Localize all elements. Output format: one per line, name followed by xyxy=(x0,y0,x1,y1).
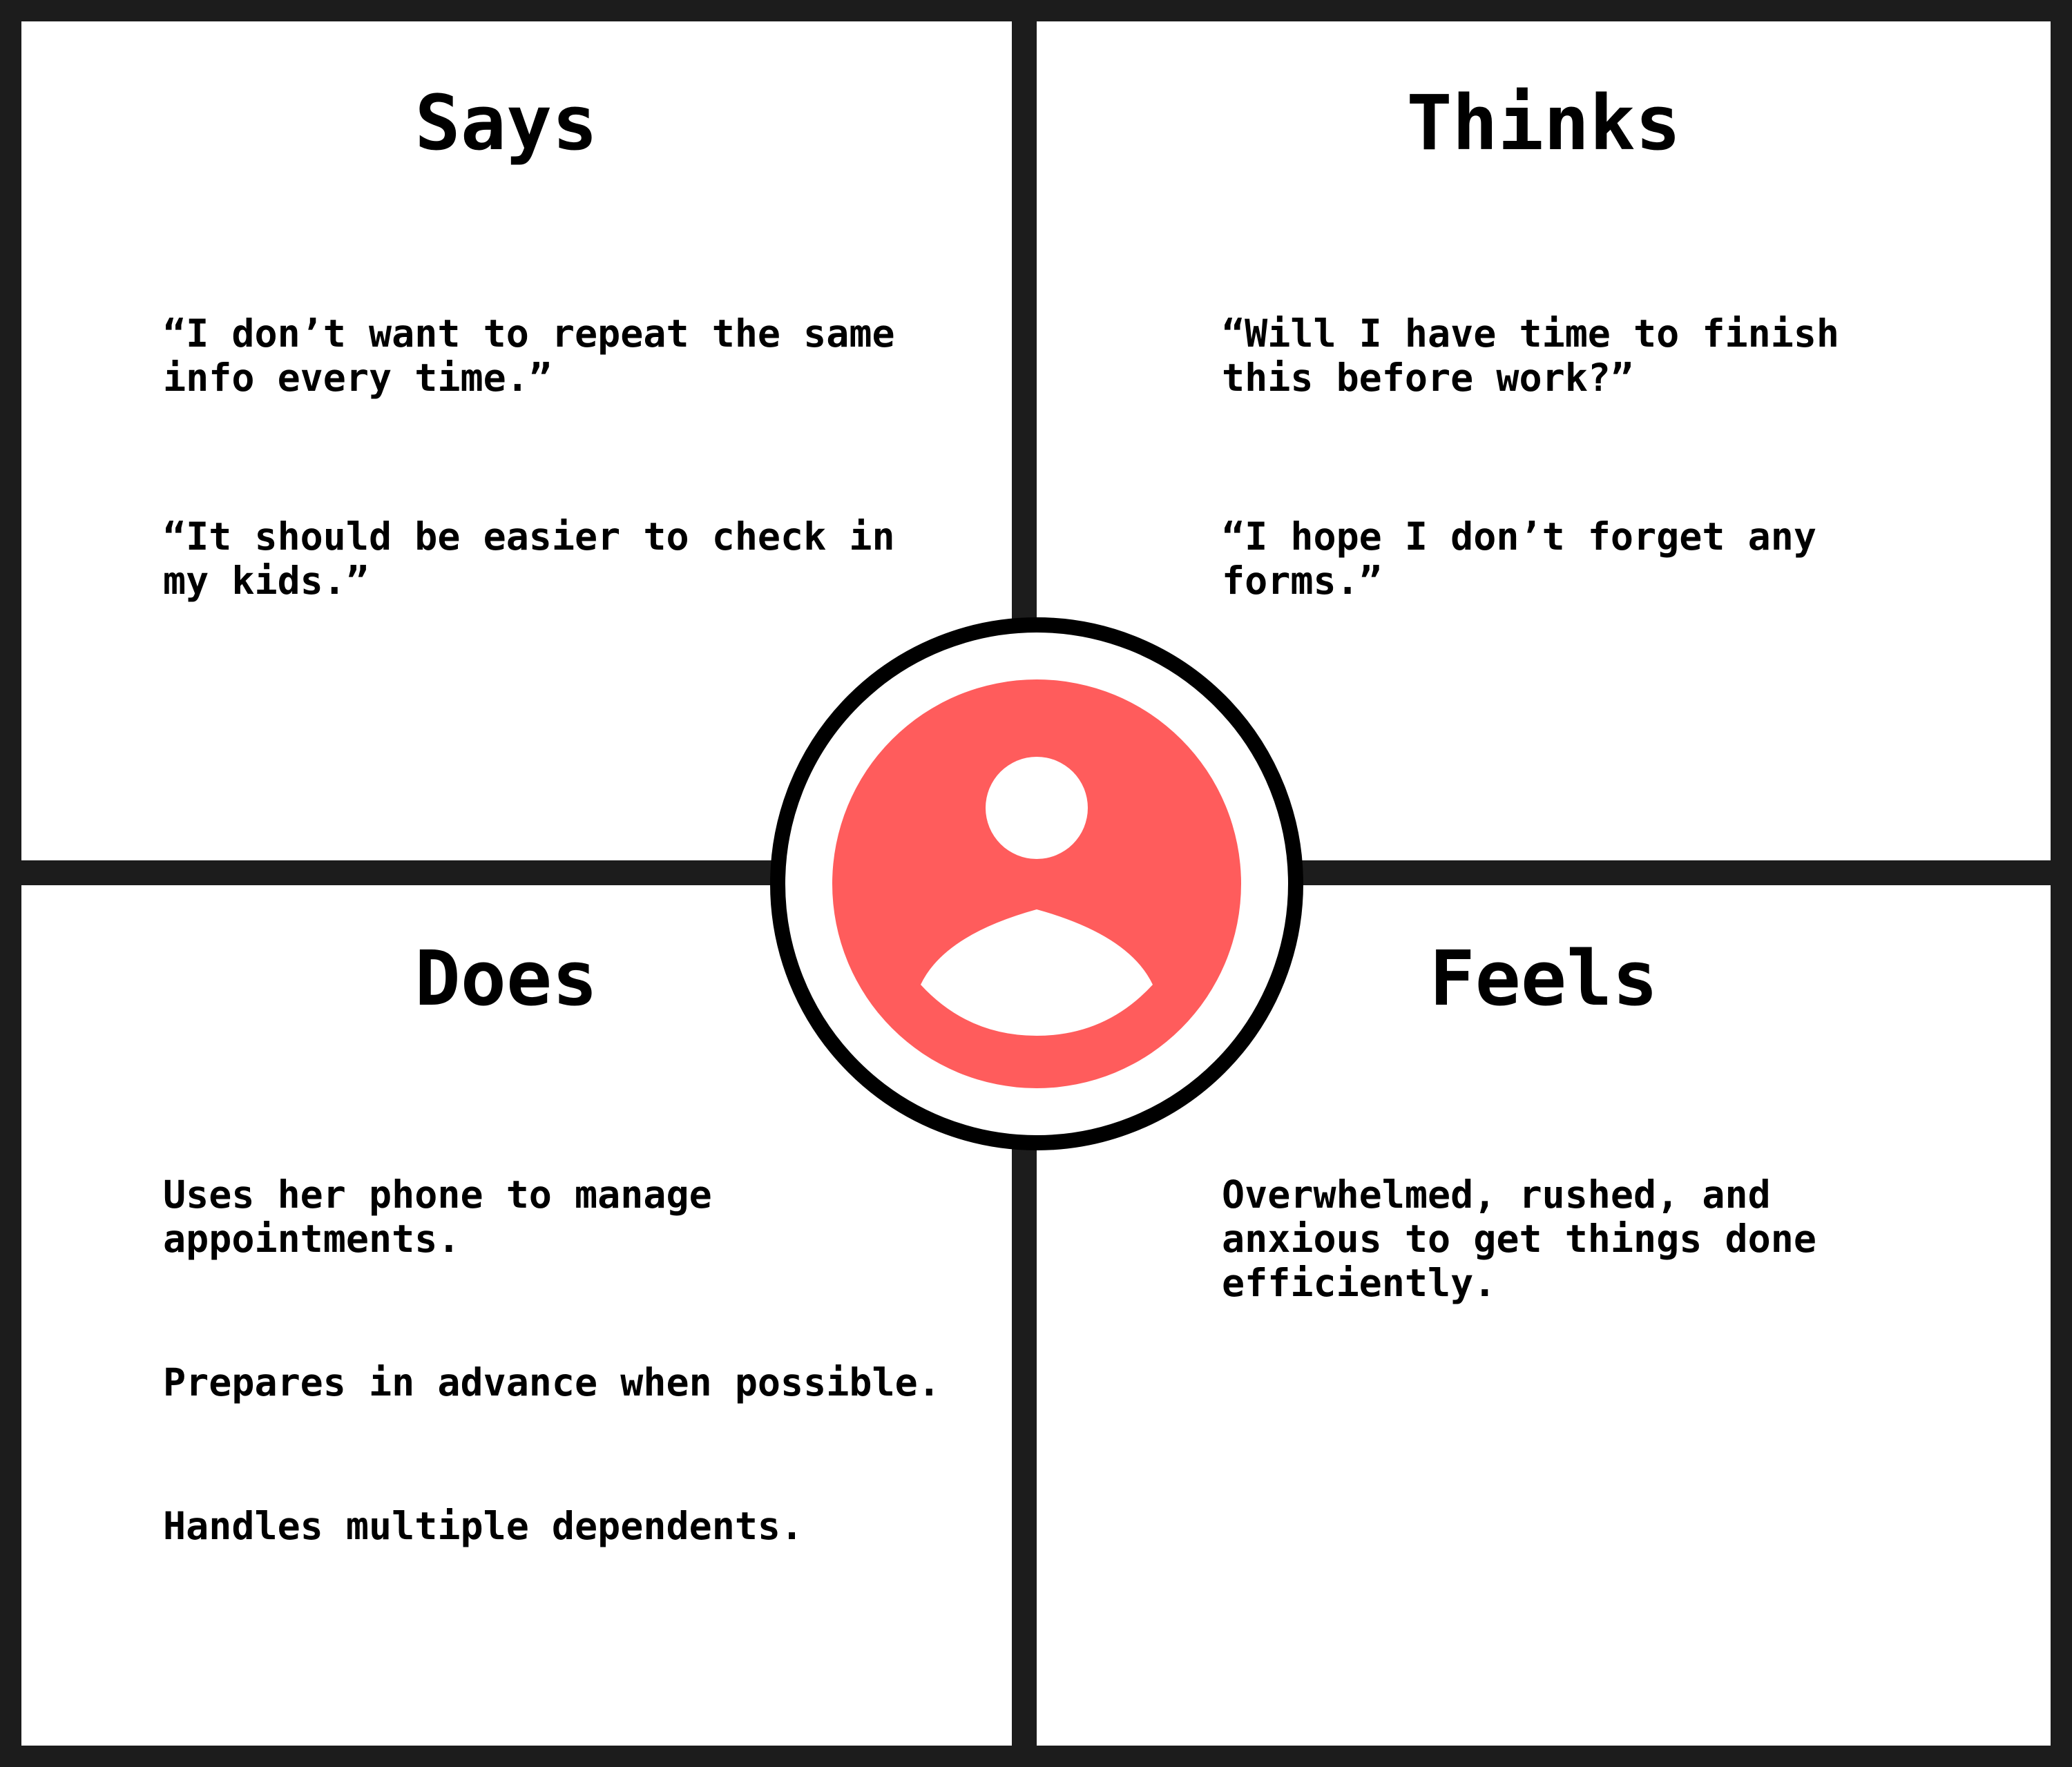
does-item: Prepares in advance when possible. xyxy=(163,1360,941,1404)
thinks-item: “Will I have time to finish this before … xyxy=(1222,311,1863,400)
thinks-list: “Will I have time to finish this before … xyxy=(1222,311,1947,603)
does-heading: Does xyxy=(414,934,598,1023)
says-item: “It should be easier to check in my kids… xyxy=(163,514,918,603)
user-head-icon xyxy=(986,757,1088,859)
does-list: Uses her phone to manage appointments. P… xyxy=(163,1172,957,1548)
user-shoulders-icon xyxy=(921,909,1153,1036)
feels-item: Overwhelmed, rushed, and anxious to get … xyxy=(1222,1172,1840,1305)
thinks-item: “I hope I don’t forget any forms.” xyxy=(1222,514,1840,603)
does-item: Handles multiple dependents. xyxy=(163,1504,804,1548)
says-item: “I don’t want to repeat the same info ev… xyxy=(163,311,918,400)
thinks-heading: Thinks xyxy=(1406,79,1681,167)
feels-heading: Feels xyxy=(1429,934,1658,1023)
says-list: “I don’t want to repeat the same info ev… xyxy=(163,311,923,603)
persona-avatar xyxy=(770,617,1303,1150)
says-quadrant: Says “I don’t want to repeat the same in… xyxy=(21,21,1012,860)
says-heading: Says xyxy=(414,79,598,167)
feels-list: Overwhelmed, rushed, and anxious to get … xyxy=(1222,1172,1947,1305)
does-item: Uses her phone to manage appointments. xyxy=(163,1172,735,1261)
